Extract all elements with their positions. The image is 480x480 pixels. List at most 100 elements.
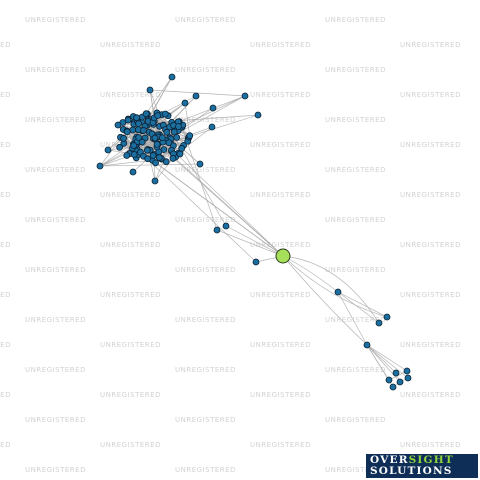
watermark-text: UNREGISTERED <box>250 241 311 249</box>
watermark-text: UNREGISTERED <box>325 416 386 424</box>
graph-node <box>152 159 160 167</box>
watermark-text: UNREGISTERED <box>0 391 11 399</box>
graph-edge <box>149 89 155 118</box>
watermark-text: UNREGISTERED <box>175 116 236 124</box>
graph-node <box>404 374 412 382</box>
watermark-layer: UNREGISTERED UNREGISTERED UNREGISTERED UNRE… <box>0 16 461 474</box>
graph-node <box>135 134 143 141</box>
graph-node <box>209 104 217 112</box>
watermark-text: UNREGISTERED <box>25 16 86 24</box>
graph-node <box>196 160 204 168</box>
graph-node <box>149 152 157 159</box>
graph-node <box>208 123 216 131</box>
watermark-text: UNREGISTERED <box>100 41 161 49</box>
graph-node <box>155 154 163 161</box>
graph-node <box>163 128 171 136</box>
graph-edge <box>337 291 380 324</box>
graph-node <box>252 258 260 266</box>
watermark-text: UNREGISTERED <box>325 216 386 224</box>
watermark-text: UNREGISTERED <box>100 391 161 399</box>
graph-node <box>168 73 176 81</box>
watermark-text: UNREGISTERED <box>25 466 86 474</box>
watermark-text: UNREGISTERED <box>250 341 311 349</box>
graph-node <box>176 150 184 158</box>
graph-edge <box>216 229 284 257</box>
watermark-text: UNREGISTERED <box>175 66 236 74</box>
graph-edge <box>145 76 173 114</box>
graph-node <box>186 132 194 140</box>
watermark-text: UNREGISTERED <box>400 41 461 49</box>
watermark-text: UNREGISTERED <box>100 91 161 99</box>
watermark-text: UNREGISTERED <box>100 441 161 449</box>
graph-node <box>129 126 137 134</box>
watermark-text: UNREGISTERED <box>325 66 386 74</box>
watermark-text: UNREGISTERED <box>25 266 86 274</box>
watermark-text: UNREGISTERED <box>400 141 461 149</box>
graph-edge <box>99 163 201 167</box>
graph-node <box>254 111 262 119</box>
watermark-text: UNREGISTERED <box>0 191 11 199</box>
watermark-text: UNREGISTERED <box>100 241 161 249</box>
watermark-text: UNREGISTERED <box>400 91 461 99</box>
graph-node <box>383 313 391 321</box>
graph-node <box>142 110 150 118</box>
graph-node <box>130 142 138 149</box>
watermark-text: UNREGISTERED <box>325 466 386 474</box>
logo-word-solutions: SOLUTIONS <box>370 465 453 477</box>
watermark-text: UNREGISTERED <box>175 366 236 374</box>
graph-node <box>175 123 182 130</box>
graph-node <box>161 110 169 118</box>
graph-node <box>151 177 159 185</box>
watermark-text: UNREGISTERED <box>250 91 311 99</box>
graph-node <box>222 222 230 230</box>
graph-node <box>135 120 143 128</box>
watermark-text: UNREGISTERED <box>250 41 311 49</box>
watermark-text: UNREGISTERED <box>325 116 386 124</box>
graph-edge <box>337 291 368 346</box>
graph-edge <box>282 255 388 318</box>
graph-node <box>153 140 161 148</box>
watermark-text: UNREGISTERED <box>325 316 386 324</box>
graph-node <box>178 145 186 152</box>
watermark-text: UNREGISTERED <box>250 391 311 399</box>
watermark-text: UNREGISTERED <box>0 241 11 249</box>
watermark-text: UNREGISTERED <box>175 216 236 224</box>
watermark-text: UNREGISTERED <box>175 16 236 24</box>
graph-node <box>192 92 200 100</box>
watermark-text: UNREGISTERED <box>0 291 11 299</box>
watermark-text: UNREGISTERED <box>0 441 11 449</box>
graph-edge <box>136 149 257 263</box>
graph-node <box>138 138 146 146</box>
graph-node <box>96 162 104 170</box>
graph-node <box>392 369 400 377</box>
watermark-text: UNREGISTERED <box>250 141 311 149</box>
graph-node <box>154 112 162 120</box>
graph-node <box>123 128 131 136</box>
watermark-text: UNREGISTERED <box>25 216 86 224</box>
watermark-text: UNREGISTERED <box>400 391 461 399</box>
graph-edge <box>126 119 129 156</box>
graph-edge <box>366 344 408 372</box>
graph-edge <box>366 344 397 374</box>
graph-node <box>173 133 181 141</box>
graph-node <box>159 134 166 142</box>
graph-edge <box>366 344 409 379</box>
graph-node <box>146 86 154 94</box>
graph-node <box>114 121 122 129</box>
graph-node <box>363 341 371 349</box>
graph-edge <box>184 102 191 136</box>
watermark-text: UNREGISTERED <box>325 266 386 274</box>
watermark-text: UNREGISTERED <box>25 116 86 124</box>
watermark-text: UNREGISTERED <box>0 141 11 149</box>
watermark-text: UNREGISTERED <box>100 191 161 199</box>
watermark-text: UNREGISTERED <box>250 191 311 199</box>
graph-node <box>241 92 249 100</box>
watermark-text: UNREGISTERED <box>400 191 461 199</box>
graph-node <box>334 288 342 296</box>
graph-node <box>129 168 137 176</box>
watermark-text: UNREGISTERED <box>0 91 11 99</box>
graph-node <box>104 146 112 154</box>
graph-node <box>389 383 397 391</box>
oversight-solutions-logo: OVERSIGHT SOLUTIONS <box>366 454 478 478</box>
watermark-text: UNREGISTERED <box>400 291 461 299</box>
